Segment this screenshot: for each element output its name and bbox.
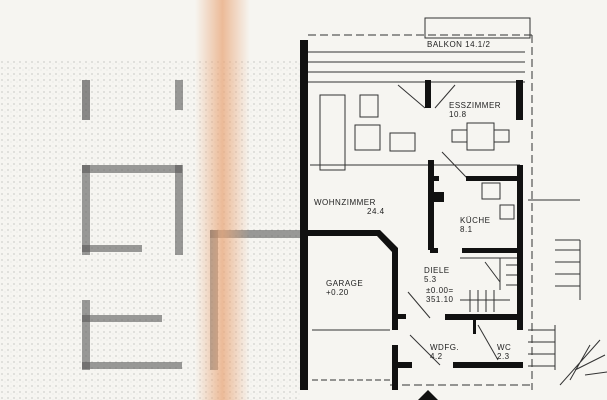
paper-stain (195, 0, 250, 400)
balcony-label: BALKON 14.1/2 (427, 40, 490, 49)
room-area-kueche: 8.1 (460, 225, 473, 234)
level-value: 351.10 (426, 295, 454, 304)
level-mark: ±0.00= (426, 286, 454, 295)
room-name-garage: GARAGE (326, 279, 363, 288)
room-name-kueche: KÜCHE (460, 216, 491, 225)
room-labels: BALKON 14.1/2 ESSZIMMER 10.8 WOHNZIMMER … (314, 40, 511, 361)
room-area-wohnzimmer: 24.4 (367, 207, 385, 216)
faded-neighbour-plan (0, 60, 300, 400)
walls (300, 40, 523, 400)
room-name-esszimmer: ESSZIMMER (449, 101, 501, 110)
main-plan (308, 17, 607, 390)
room-area-garage: +0.20 (326, 288, 349, 297)
room-area-esszimmer: 10.8 (449, 110, 467, 119)
room-name-windfang: WDFG. (430, 343, 459, 352)
room-area-diele: 5.3 (424, 275, 437, 284)
room-name-wohnzimmer: WOHNZIMMER (314, 198, 376, 207)
room-area-wc: 2.3 (497, 352, 510, 361)
room-area-windfang: 4.2 (430, 352, 443, 361)
room-name-wc: WC (497, 343, 511, 352)
staircase (460, 199, 581, 370)
room-name-diele: DIELE (424, 266, 450, 275)
